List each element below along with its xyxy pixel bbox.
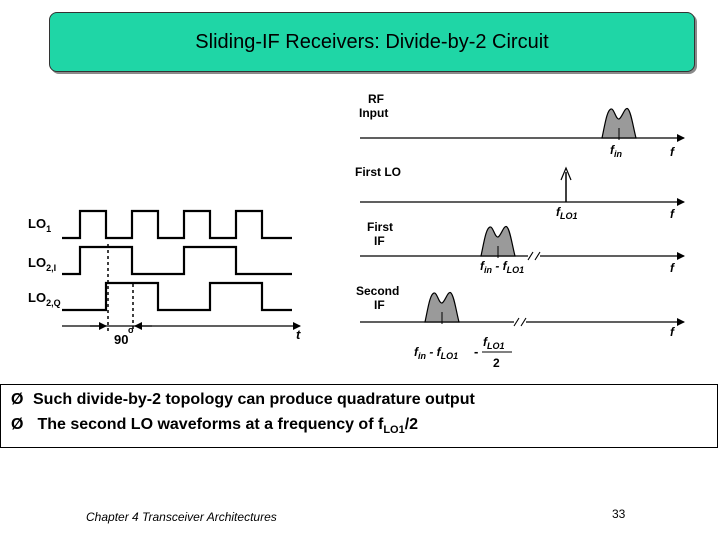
waveform-label-lo1: LO1	[28, 216, 51, 234]
svg-text:LO2,I: LO2,I	[28, 255, 56, 273]
footer-chapter: Chapter 4 Transceiver Architectures	[86, 510, 277, 524]
first-if-signal-spectrum	[480, 225, 516, 257]
svg-text:LO2,Q: LO2,Q	[28, 290, 61, 308]
second-if-fraction-den: 2	[493, 356, 500, 370]
slide-title: Sliding-IF Receivers: Divide-by-2 Circui…	[195, 30, 549, 53]
second-if-freq-label: f	[670, 325, 675, 339]
first-if-label-line2: IF	[374, 234, 385, 248]
rf-freq-label: f	[670, 145, 675, 159]
f-in-label: fin	[610, 143, 623, 159]
page-number: 33	[612, 507, 626, 521]
bullet-text-2: The second LO waveforms at a frequency o…	[33, 416, 384, 433]
rf-signal-spectrum	[601, 107, 637, 139]
first-lo-impulse-head	[560, 166, 572, 181]
second-if-minus: -	[474, 344, 478, 359]
title-box: Sliding-IF Receivers: Divide-by-2 Circui…	[49, 12, 695, 72]
bullet-text-2-sub: LO1	[383, 424, 405, 437]
first-if-freq-label: f	[670, 261, 675, 275]
bullet-text-2-tail: /2	[404, 416, 419, 433]
bullet-box: Ø Such divide-by-2 topology can produce q…	[0, 384, 718, 448]
first-if-label-line1: First	[367, 220, 393, 234]
second-if-signal-spectrum	[424, 291, 460, 323]
waveform-lo1	[62, 209, 292, 240]
phase-label: 90	[114, 332, 128, 347]
phase-degree: o	[128, 325, 134, 335]
time-axis-label: t	[296, 327, 301, 342]
bullet-arrow-icon: Ø	[11, 391, 24, 408]
rf-input-label-line2: Input	[359, 106, 388, 120]
bullet-item-1: Ø Such divide-by-2 topology can produce q…	[11, 391, 475, 409]
waveform-lo2q	[62, 281, 292, 312]
svg-text:LO1: LO1	[28, 216, 51, 234]
second-if-label-line2: IF	[374, 298, 385, 312]
second-if-break	[513, 317, 527, 327]
divider-diagram: LO1 LO2,I LO2,Q t 90 o RF Input fin f Fi…	[28, 92, 685, 370]
first-lo-freq-label: f	[670, 207, 675, 221]
first-if-break	[527, 251, 541, 261]
bullet-item-2: Ø The second LO waveforms at a frequency…	[11, 416, 418, 436]
second-if-fraction-num: fLO1	[483, 335, 505, 351]
first-lo-label: First LO	[355, 165, 401, 179]
rf-input-label-line1: RF	[368, 92, 384, 106]
bullet-text-1: Such divide-by-2 topology can produce qu…	[33, 391, 475, 408]
waveform-label-lo2q: LO2,Q	[28, 290, 61, 308]
f-lo1-label: fLO1	[556, 205, 578, 221]
waveform-label-lo2i: LO2,I	[28, 255, 56, 273]
bullet-arrow-icon: Ø	[11, 416, 24, 433]
waveform-lo2i	[62, 245, 292, 276]
second-if-expression: fin - fLO1	[414, 345, 458, 361]
first-if-expression: fin - fLO1	[480, 259, 524, 275]
second-if-label-line1: Second	[356, 284, 399, 298]
